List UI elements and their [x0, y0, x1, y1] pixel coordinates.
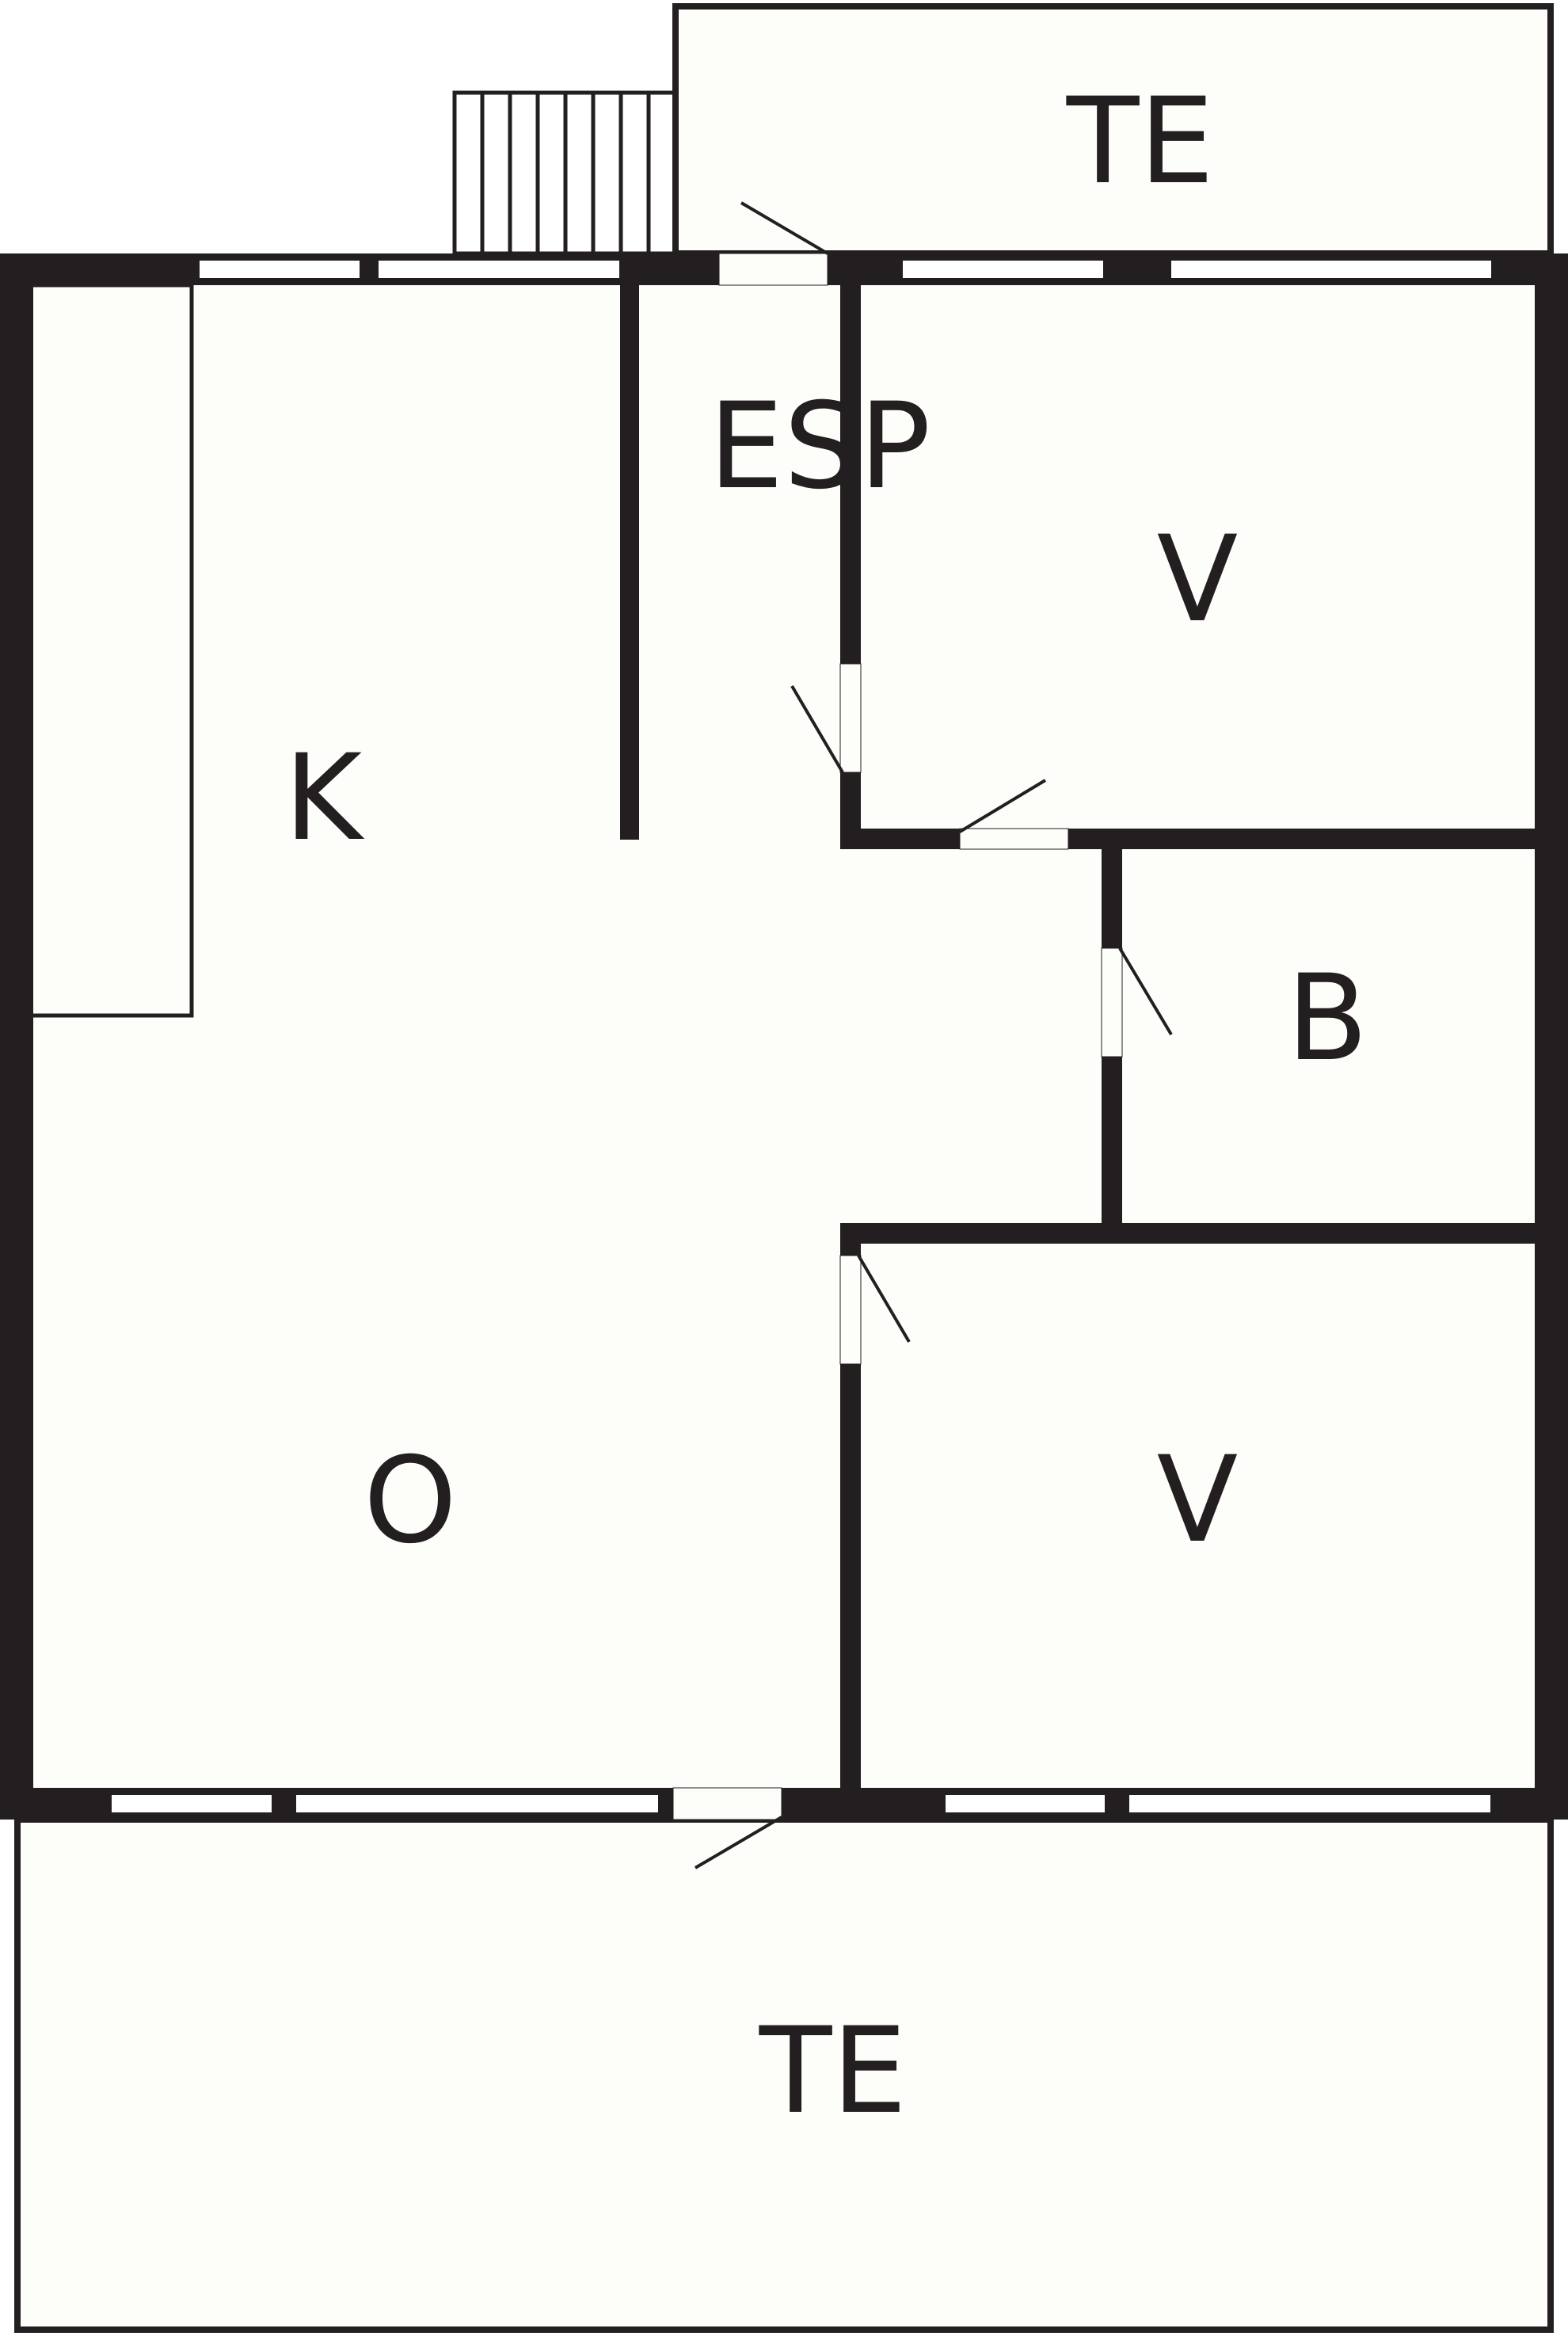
door-openings: [672, 253, 1123, 1820]
room-label-bathroom: B: [1287, 950, 1368, 1088]
room-label-living: O: [363, 1432, 457, 1570]
terrace-top-floor: [672, 3, 1554, 257]
room-label-kitchen: K: [284, 730, 365, 867]
room-label-terrace-top: TE: [1066, 73, 1214, 211]
window: [108, 1792, 275, 1816]
window: [900, 257, 1106, 281]
room-label-bedroom-bottom: V: [1157, 1431, 1239, 1569]
terrace-bottom-floor: [14, 1816, 1554, 2333]
room-label-entrance: ESP: [709, 378, 931, 516]
house-floor: [17, 269, 1551, 1804]
room-label-terrace-bottom: TE: [759, 2003, 907, 2140]
window: [293, 1792, 661, 1816]
window: [196, 257, 363, 281]
floors: [14, 3, 1554, 2333]
staircase: [452, 90, 678, 256]
room-labels: TE ESP V K B O V TE: [284, 73, 1368, 2140]
door-swings: [694, 201, 1173, 1869]
room-label-bedroom-top: V: [1157, 511, 1239, 649]
window: [1168, 257, 1494, 281]
windows: [108, 257, 1494, 1816]
window: [1126, 1792, 1494, 1816]
window: [942, 1792, 1108, 1816]
window: [375, 257, 622, 281]
